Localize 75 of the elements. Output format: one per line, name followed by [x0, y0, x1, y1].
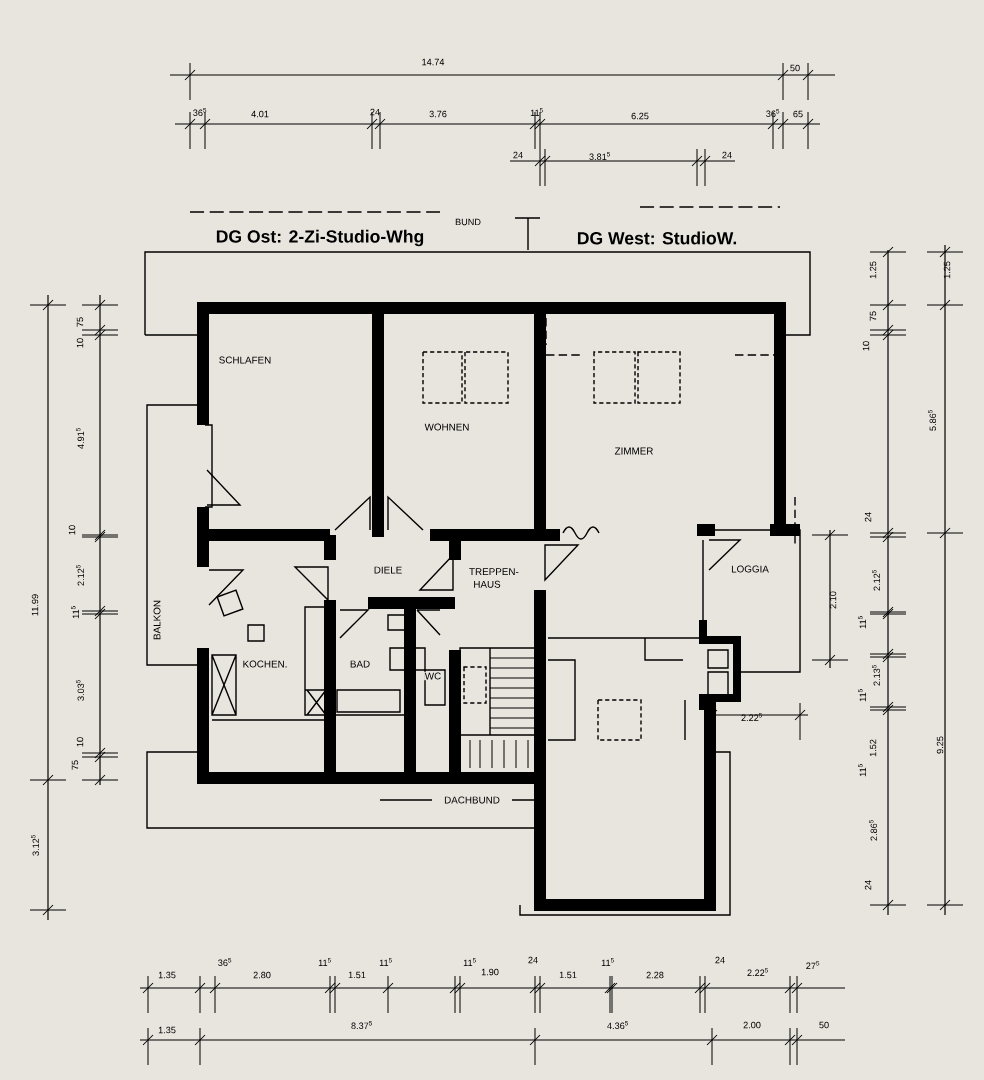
dimension-text: 11$^{5}$: [71, 606, 79, 619]
dimension-text: 11$^{5}$: [530, 108, 543, 116]
dimension-text: 2.22$^{5}$: [741, 713, 763, 721]
dimension-text: 10: [862, 341, 870, 351]
dimension-text: 11$^{5}$: [379, 958, 392, 966]
dimension-text: 1.35: [158, 971, 176, 979]
room-label: DACHBUND: [443, 795, 501, 805]
dimension-text: 1.52: [869, 739, 877, 757]
heading: DG Ost: 2-Zi-Studio-Whg: [216, 229, 424, 247]
dimension-text: 27$^{5}$: [806, 961, 820, 969]
dimension-text: 24: [528, 956, 538, 964]
room-label: WOHNEN: [423, 422, 471, 432]
dimension-text: 1.25: [869, 261, 877, 279]
dimension-text: 36$^{5}$: [766, 109, 780, 117]
dimension-text: 2.80: [253, 971, 271, 979]
dimension-text: 9.25: [936, 736, 944, 754]
dimension-text: 65: [793, 110, 803, 118]
dimension-text: 11$^{5}$: [858, 616, 866, 629]
dimension-text: 36$^{5}$: [218, 958, 232, 967]
dimension-text: 3.81$^{5}$: [589, 152, 611, 160]
room-label: BUND: [454, 218, 482, 226]
dimension-text: 2.86$^{5}$: [869, 819, 877, 841]
dimension-text: 5.86$^{5}$: [928, 409, 936, 431]
dimension-text: 2.00: [743, 1021, 761, 1029]
dimension-text: 24: [715, 956, 725, 964]
dimension-text: 50: [790, 64, 800, 72]
room-label: BAD: [349, 659, 371, 669]
dimension-text: 14.74: [422, 58, 445, 66]
dimension-text: 24: [722, 151, 732, 159]
dimension-text: 10: [76, 338, 84, 348]
dimension-text: 2.12$^{5}$: [872, 569, 880, 591]
dimension-text: 8.37$^{5}$: [351, 1021, 373, 1030]
room-label: DIELE: [373, 565, 403, 575]
dimension-text: 6.25: [631, 112, 649, 120]
dimension-text: 11.99: [31, 594, 39, 616]
dimension-text: 2.22$^{5}$: [747, 968, 769, 976]
dimension-text: 4.91$^{5}$: [76, 427, 84, 449]
room-label: BALKON: [152, 599, 162, 641]
room-label: WC: [424, 671, 442, 681]
dimension-text: 24: [864, 512, 872, 522]
dimension-text: 10: [68, 525, 76, 535]
dimension-text: 11$^{5}$: [601, 958, 614, 966]
dimension-text: 1.51: [348, 971, 366, 979]
dimension-text: 3.03$^{5}$: [76, 679, 84, 701]
dimension-text: 2.12$^{5}$: [76, 564, 84, 586]
dimension-text: 75: [76, 317, 84, 327]
dimension-text: 2.10: [829, 591, 837, 609]
room-label: SCHLAFEN: [218, 355, 272, 365]
dimension-text: 50: [819, 1021, 829, 1029]
dimension-text: 11$^{5}$: [858, 764, 866, 777]
dimension-text: 1.90: [481, 968, 499, 976]
dimension-text: 1.25: [943, 261, 951, 279]
dimension-text: 24: [864, 880, 872, 890]
dimension-text: 75: [71, 760, 79, 770]
dimension-text: 1.51: [559, 971, 577, 979]
dimension-text: 11$^{5}$: [858, 689, 866, 702]
dimension-text: 2.28: [646, 971, 664, 979]
dimension-text: 36$^{5}$: [193, 108, 207, 116]
dimension-text: 11$^{5}$: [318, 958, 331, 966]
dimension-text: 3.76: [429, 110, 447, 118]
dimension-text: 10: [76, 737, 84, 747]
heading: DG West: StudioW.: [577, 231, 737, 245]
room-label: ZIMMER: [613, 446, 655, 456]
dimension-text: 24: [370, 108, 380, 116]
dimension-text: 11$^{5}$: [463, 958, 476, 966]
dimension-text: 24: [513, 151, 523, 159]
room-label: KOCHEN.: [241, 659, 289, 669]
dimension-text: 1.35: [158, 1026, 176, 1034]
room-label: TREPPEN-HAUS: [468, 567, 519, 589]
dimension-text: 3.12$^{5}$: [31, 834, 39, 856]
dimension-text: 4.01: [251, 110, 269, 118]
room-label: LOGGIA: [730, 564, 770, 574]
dimension-text: 4.36$^{5}$: [607, 1021, 629, 1030]
dimension-text: 75: [869, 311, 877, 321]
dimension-text: 2.13$^{5}$: [872, 664, 880, 686]
